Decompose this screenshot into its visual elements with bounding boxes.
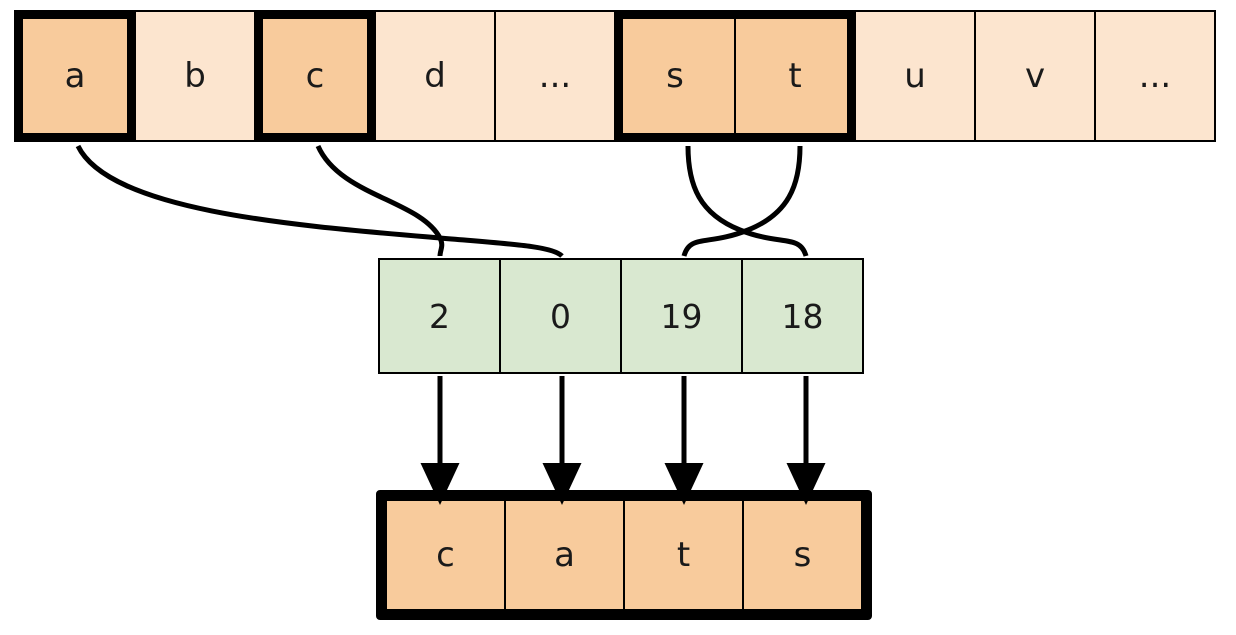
alphabet-cell-d[interactable]: d (374, 10, 496, 142)
wire-s-to-18 (685, 145, 809, 257)
alphabet-cell-t[interactable]: t (734, 10, 856, 142)
alphabet-cell-u[interactable]: u (854, 10, 976, 142)
output-cell-3[interactable]: s (742, 499, 863, 611)
output-cell-0[interactable]: c (385, 499, 506, 611)
alphabet-cell-ellipsis-right: ... (1094, 10, 1216, 142)
index-cell-3[interactable]: 18 (741, 258, 864, 374)
alphabet-cell-c[interactable]: c (254, 10, 376, 142)
wire-a-to-0 (75, 144, 564, 258)
index-cell-2[interactable]: 19 (620, 258, 743, 374)
output-cell-2[interactable]: t (623, 499, 744, 611)
index-cell-1[interactable]: 0 (499, 258, 622, 374)
index-array: 2 0 19 18 (378, 258, 864, 374)
alphabet-cell-b[interactable]: b (134, 10, 256, 142)
alphabet-cell-ellipsis-left: ... (494, 10, 616, 142)
output-word: c a t s (376, 490, 872, 620)
alphabet-cell-v[interactable]: v (974, 10, 1096, 142)
alphabet-strip: a b c d ... s t u v ... (14, 10, 1216, 142)
alphabet-cell-a[interactable]: a (14, 10, 136, 142)
wire-c-to-2 (315, 144, 445, 257)
wire-t-to-19 (681, 145, 803, 257)
alphabet-cell-s[interactable]: s (614, 10, 736, 142)
output-cell-1[interactable]: a (504, 499, 625, 611)
index-cell-0[interactable]: 2 (378, 258, 501, 374)
